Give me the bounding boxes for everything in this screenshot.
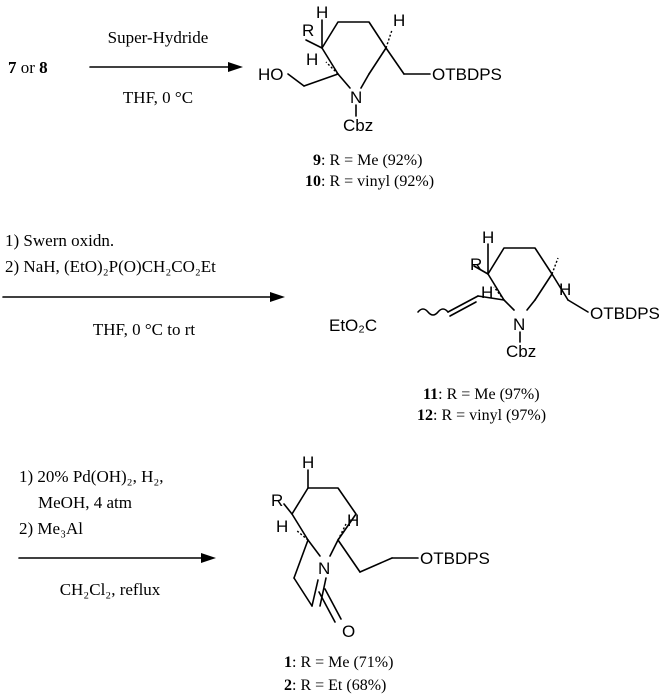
step3-arrow-head — [201, 553, 216, 563]
step1-conditions: THF, 0 °C — [123, 88, 193, 107]
step3-reagent-2: MeOH, 4 atm — [38, 493, 132, 512]
product-12-caption: 12: R = vinyl (97%) — [417, 407, 546, 424]
product-2-caption: 2: R = Et (68%) — [284, 677, 386, 694]
atom-O: O — [342, 622, 355, 641]
product-11-caption: 11: R = Me (97%) — [423, 386, 540, 403]
atom-R: R — [271, 491, 283, 510]
reactant-or-text: or — [17, 58, 40, 77]
atom-EtO2C: EtO₂C — [329, 316, 377, 335]
step2-arrow-head — [270, 292, 285, 302]
reactant-8-label: 8 — [39, 58, 48, 77]
step3-reagent-3: 2) Me₃Al — [19, 519, 83, 538]
product-10-caption: 10: R = vinyl (92%) — [305, 173, 434, 190]
atom-H: H — [276, 517, 288, 536]
step1-arrow-head — [228, 62, 243, 72]
step2-conditions: THF, 0 °C to rt — [93, 320, 196, 339]
atom-H: H — [316, 3, 328, 22]
molecule-9-10: R H H H HO N Cbz OTBDPS — [258, 3, 502, 135]
step2: 1) Swern oxidn. 2) NaH, (EtO)₂P(O)CH₂CO₂… — [2, 228, 659, 424]
step2-reagent-2: 2) NaH, (EtO)₂P(O)CH₂CO₂Et — [5, 257, 216, 276]
atom-OTBDPS: OTBDPS — [432, 65, 502, 84]
step1: 7 or 8 Super-Hydride THF, 0 °C R — [8, 3, 502, 190]
atom-N: N — [318, 559, 330, 578]
svg-text:7 or 8: 7 or 8 — [8, 58, 48, 77]
atom-H: H — [347, 511, 359, 530]
atom-H: H — [302, 453, 314, 472]
product-1-caption: 1: R = Me (71%) — [284, 654, 393, 671]
atom-N: N — [350, 88, 362, 107]
step1-reagent: Super-Hydride — [108, 28, 209, 47]
step3: 1) 20% Pd(OH)₂, H₂, MeOH, 4 atm 2) Me₃Al… — [18, 453, 490, 694]
atom-Cbz: Cbz — [506, 342, 536, 361]
atom-H: H — [481, 283, 493, 302]
step3-reagent-1: 1) 20% Pd(OH)₂, H₂, — [19, 467, 164, 486]
atom-H: H — [559, 280, 571, 299]
atom-N: N — [513, 315, 525, 334]
atom-H: H — [306, 50, 318, 69]
atom-R: R — [470, 255, 482, 274]
atom-Cbz: Cbz — [343, 116, 373, 135]
atom-OTBDPS: OTBDPS — [590, 304, 659, 323]
step2-reagent-1: 1) Swern oxidn. — [5, 231, 114, 250]
atom-H: H — [393, 11, 405, 30]
molecule-11-12: R H H H EtO₂C N Cbz OTBDPS — [329, 228, 659, 361]
step3-conditions: CH₂Cl₂, reflux — [60, 580, 161, 599]
reactant-7-label: 7 — [8, 58, 17, 77]
product-9-caption: 9: R = Me (92%) — [313, 152, 422, 169]
molecule-1-2: R H H H N O OTBDPS — [271, 453, 490, 641]
atom-OTBDPS: OTBDPS — [420, 549, 490, 568]
atom-H: H — [482, 228, 494, 247]
atom-HO: HO — [258, 65, 284, 84]
atom-R: R — [302, 21, 314, 40]
